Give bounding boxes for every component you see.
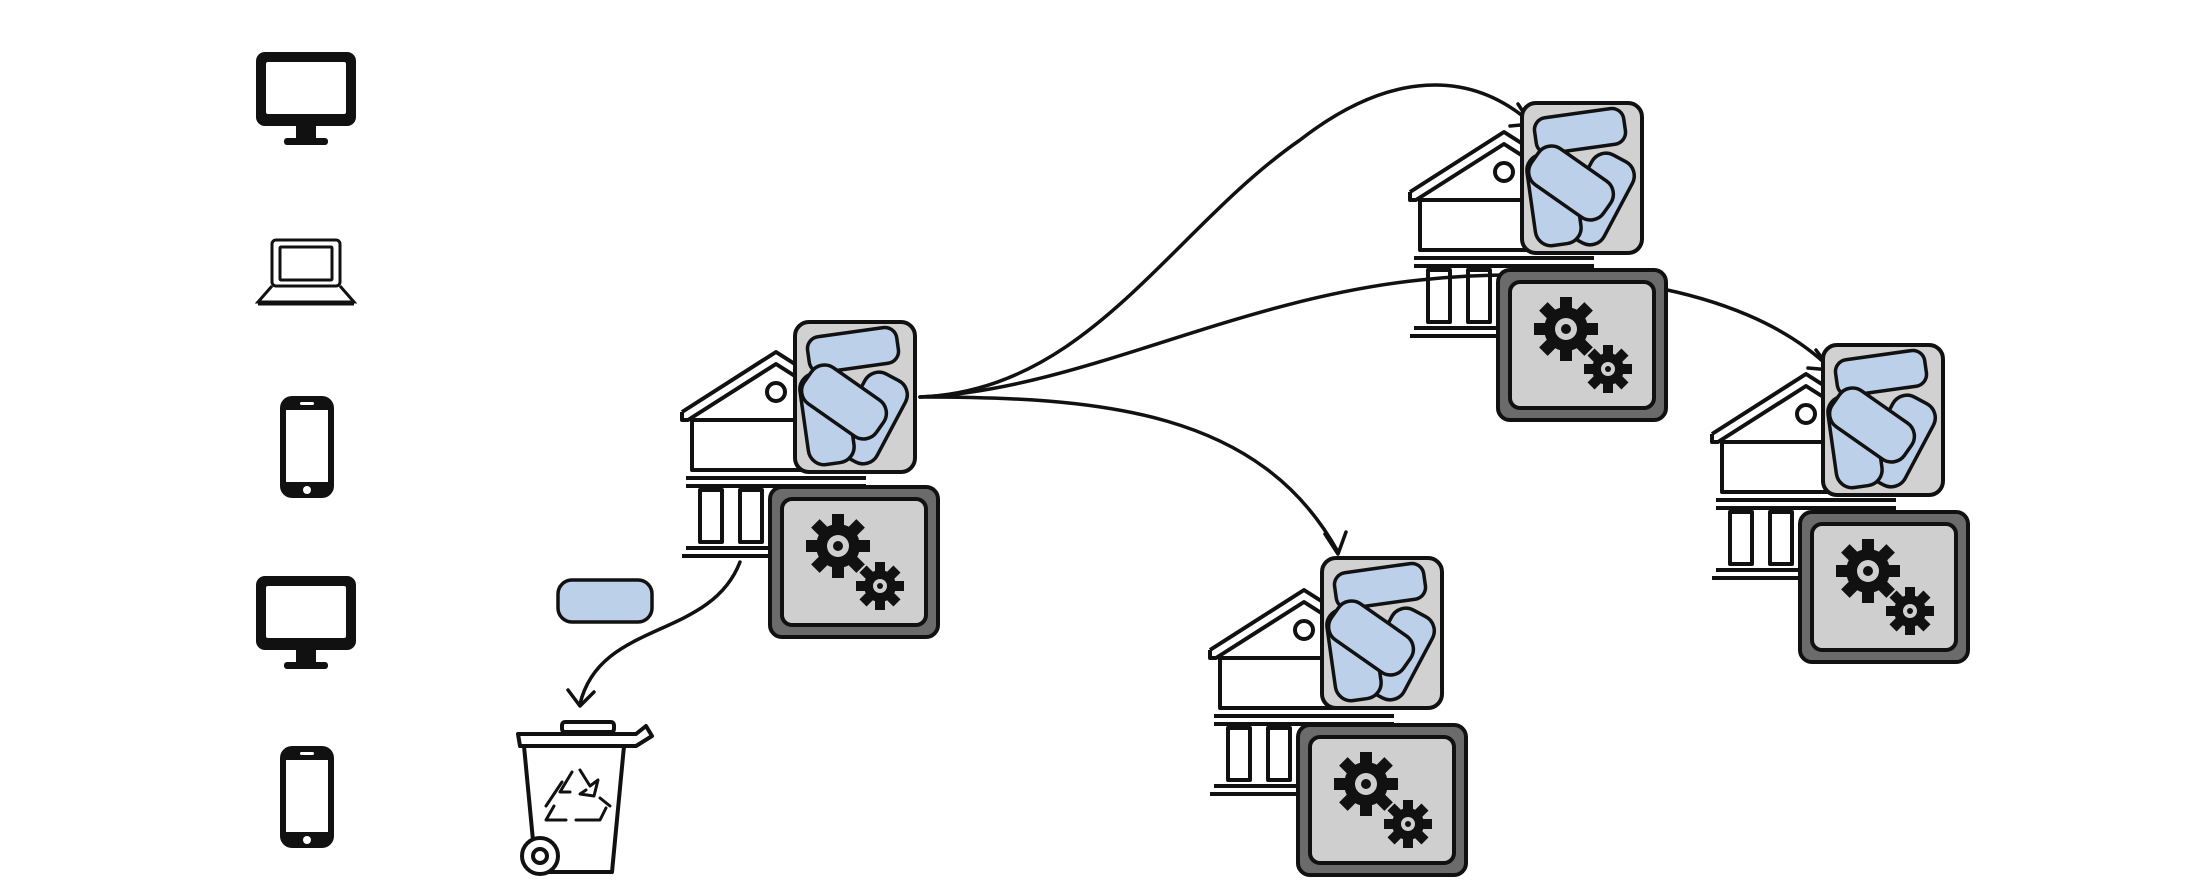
- gear-icon: [1534, 297, 1598, 361]
- arrow-to-right-bank: [918, 273, 1832, 399]
- bank-label: BANK: [42, 86, 180, 132]
- ledger-card: [1520, 101, 1644, 255]
- mining-gear-box: [1798, 510, 1970, 664]
- gear-icon: [1584, 345, 1632, 393]
- desktop-monitor-icon: [256, 576, 356, 669]
- arrowhead-trash: [566, 688, 596, 708]
- gear-icon: [1384, 800, 1432, 848]
- ledger-card: [1821, 343, 1945, 497]
- laptop-icon: [254, 238, 358, 306]
- device-column: [254, 52, 358, 848]
- gear-icon: [1886, 587, 1934, 635]
- arrow-to-trash: [578, 560, 742, 706]
- mining-gear-box: [1496, 268, 1668, 422]
- desktop-monitor-icon: [256, 52, 356, 145]
- smartphone-icon: [280, 396, 334, 498]
- ledger-card: [793, 320, 917, 474]
- gear-icon: [806, 514, 870, 578]
- mining-gear-box: [768, 485, 940, 639]
- arrow-to-top-bank: [918, 83, 1532, 399]
- arrowhead-bottom: [1323, 530, 1348, 556]
- bank-origin: BANK: [42, 86, 872, 558]
- bank-label: BANK: [42, 86, 180, 132]
- arrow-to-bottom-bank: [918, 395, 1340, 554]
- bank-label: BANK: [42, 86, 180, 132]
- smartphone-icon: [280, 746, 334, 848]
- recycle-bin-icon: [516, 720, 654, 876]
- transaction-pill-icon: [556, 578, 654, 624]
- gear-icon: [1334, 752, 1398, 816]
- mining-gear-box: [1296, 723, 1468, 877]
- ledger-card: [1320, 556, 1444, 710]
- bank-label: BANK: [42, 86, 180, 132]
- recycle-symbol-icon: [544, 768, 612, 822]
- gear-icon: [1836, 539, 1900, 603]
- gear-icon: [856, 562, 904, 610]
